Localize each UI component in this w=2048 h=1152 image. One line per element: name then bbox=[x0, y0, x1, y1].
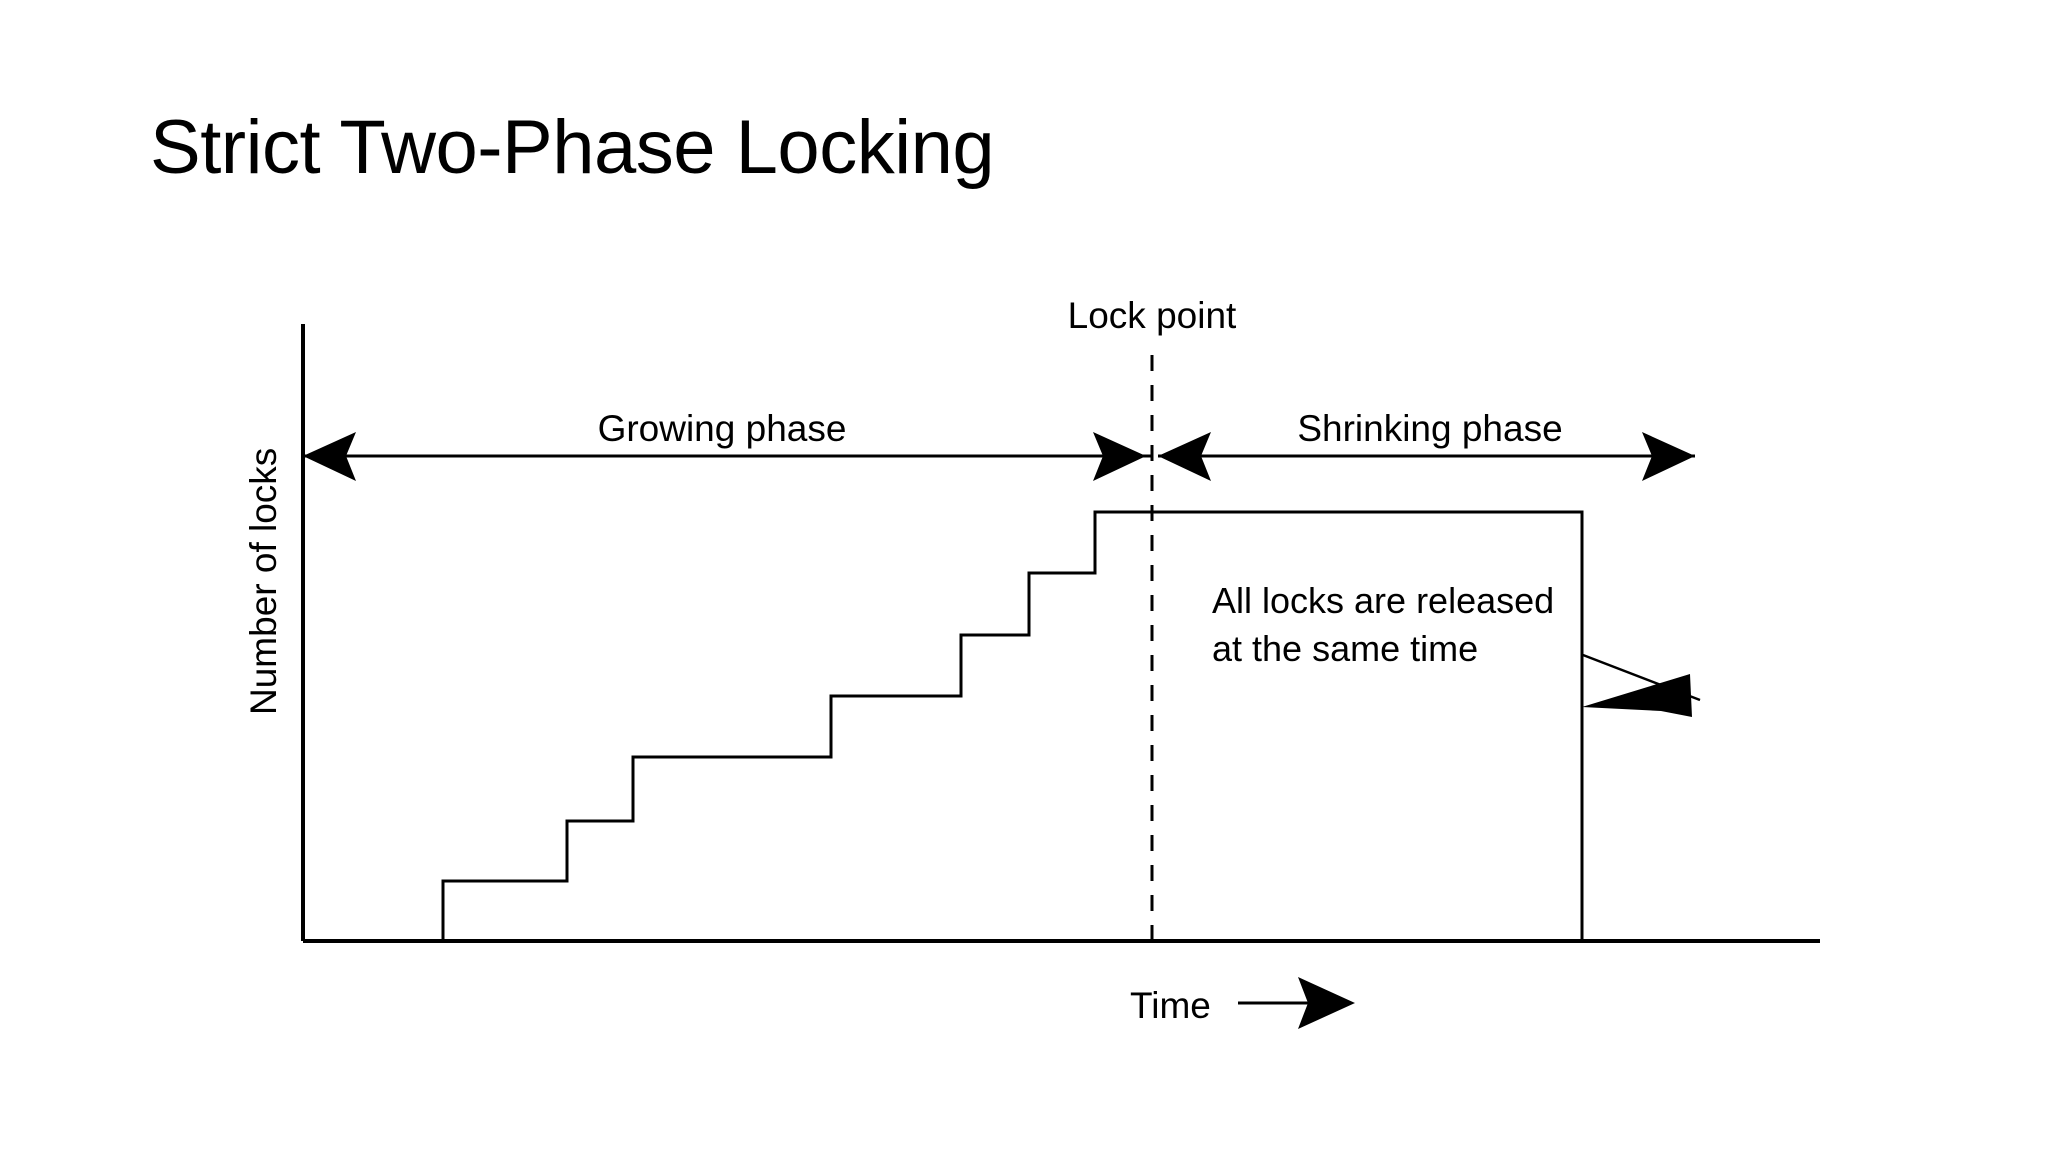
callout-line-2: at the same time bbox=[1212, 628, 1478, 669]
release-callout-group: All locks are released at the same time bbox=[1212, 580, 1701, 717]
lock-count-step-path bbox=[441, 510, 1584, 941]
right-arrow-icon bbox=[1298, 977, 1355, 1029]
growing-phase-right-arrowhead-icon bbox=[1093, 432, 1146, 481]
growing-phase-label: Growing phase bbox=[598, 408, 847, 449]
shrinking-phase-left-arrowhead-icon bbox=[1158, 432, 1211, 481]
axes-group bbox=[301, 324, 1820, 943]
growing-phase-group: Growing phase bbox=[303, 408, 1152, 481]
callout-arrowhead-icon bbox=[1582, 674, 1692, 717]
shrinking-phase-group: Shrinking phase bbox=[1158, 408, 1695, 481]
x-axis-label-group: Time bbox=[1130, 977, 1355, 1029]
growing-phase-left-arrowhead-icon bbox=[303, 432, 356, 481]
lock-point-group: Lock point bbox=[1068, 295, 1237, 941]
lock-count-staircase bbox=[441, 510, 1584, 941]
y-axis-label-group: Number of locks bbox=[243, 448, 284, 715]
y-axis-label: Number of locks bbox=[243, 448, 284, 715]
shrinking-phase-label: Shrinking phase bbox=[1297, 408, 1562, 449]
lock-point-label: Lock point bbox=[1068, 295, 1237, 336]
x-axis-label: Time bbox=[1130, 985, 1211, 1026]
page-title: Strict Two-Phase Locking bbox=[150, 105, 995, 190]
shrinking-phase-right-arrowhead-icon bbox=[1642, 432, 1695, 481]
callout-line-1: All locks are released bbox=[1212, 580, 1554, 621]
